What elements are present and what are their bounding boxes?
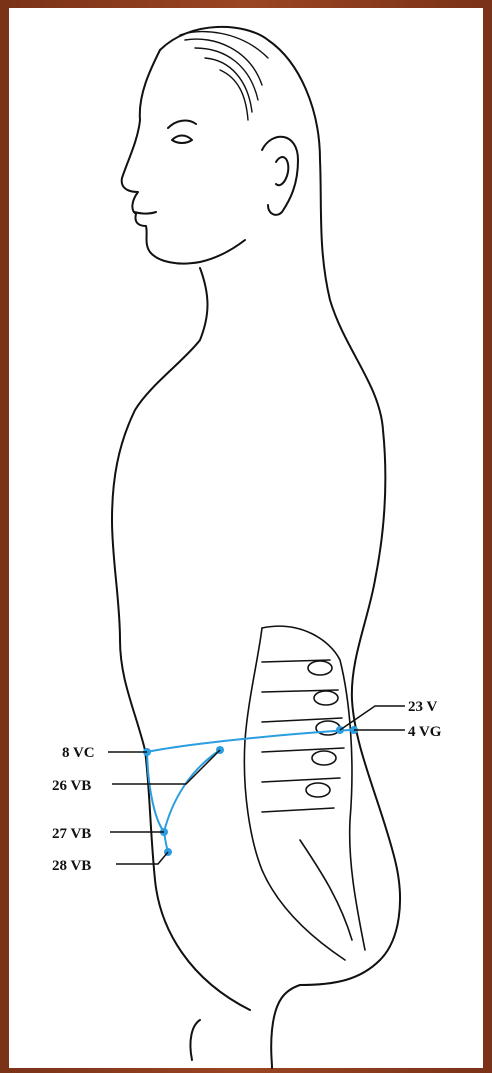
eye (172, 136, 192, 144)
ear-inner (276, 157, 288, 185)
thigh-line (190, 1020, 200, 1060)
hair-strand (220, 70, 248, 120)
hair (180, 32, 268, 120)
acupoints (143, 726, 358, 856)
meridian-path (147, 730, 350, 852)
spine-back-line (262, 626, 365, 950)
eyebrow (168, 121, 196, 128)
back-contour (160, 27, 400, 985)
buttock-crease (271, 985, 300, 1068)
meridian-line (164, 750, 220, 832)
leader-28vb (116, 852, 168, 864)
mouth (134, 212, 156, 214)
face-profile (122, 50, 200, 264)
front-contour (112, 268, 250, 1010)
label-8vc: 8 VC (62, 745, 95, 761)
sacrum (300, 840, 352, 940)
label-26vb: 26 VB (52, 778, 91, 794)
label-27vb: 27 VB (52, 826, 91, 842)
body-outline (112, 27, 400, 1068)
leader-26vb (112, 750, 220, 784)
vertebra (312, 751, 336, 765)
vertebra (314, 691, 338, 705)
spine-skeleton (244, 626, 365, 960)
jaw-line (200, 240, 245, 262)
vertebra (306, 783, 330, 797)
label-23v: 23 V (408, 699, 437, 715)
label-4vg: 4 VG (408, 724, 442, 740)
pelvis-outline (244, 628, 345, 960)
ear (262, 137, 298, 215)
vertebra (308, 661, 332, 675)
label-28vb: 28 VB (52, 858, 91, 874)
